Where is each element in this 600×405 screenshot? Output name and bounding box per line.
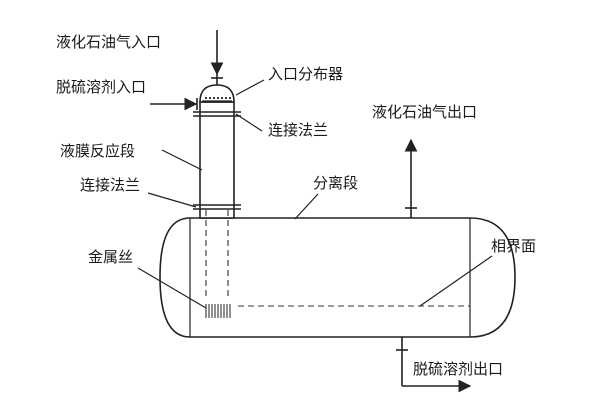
label-lpg-outlet: 液化石油气出口 bbox=[372, 104, 477, 121]
solvent-inlet-pipe bbox=[150, 97, 198, 111]
label-metal-wire: 金属丝 bbox=[88, 249, 133, 266]
separation-vessel bbox=[159, 217, 516, 338]
connecting-flange-bottom bbox=[193, 204, 241, 210]
inlet-distributor bbox=[202, 96, 232, 102]
solvent-outlet-pipe bbox=[396, 337, 472, 393]
label-connecting-flange-bottom: 连接法兰 bbox=[80, 177, 140, 194]
leader-lines bbox=[137, 79, 493, 309]
label-inlet-distributor: 入口分布器 bbox=[268, 66, 343, 83]
label-separation-section: 分离段 bbox=[313, 175, 358, 192]
column-top-head bbox=[199, 84, 235, 103]
lpg-outlet-pipe bbox=[404, 138, 418, 218]
connecting-flange-top bbox=[193, 111, 241, 117]
label-lpg-inlet: 液化石油气入口 bbox=[56, 34, 161, 51]
column-body bbox=[199, 101, 235, 219]
lpg-inlet-pipe bbox=[210, 30, 224, 85]
metal-wire-bundle bbox=[205, 304, 231, 318]
label-connecting-flange-top: 连接法兰 bbox=[268, 122, 328, 139]
label-phase-interface: 相界面 bbox=[491, 238, 536, 255]
label-solvent-outlet: 脱硫溶剂出口 bbox=[413, 361, 503, 378]
label-solvent-inlet: 脱硫溶剂入口 bbox=[56, 79, 146, 96]
label-liquid-film-reaction-section: 液膜反应段 bbox=[60, 142, 135, 160]
